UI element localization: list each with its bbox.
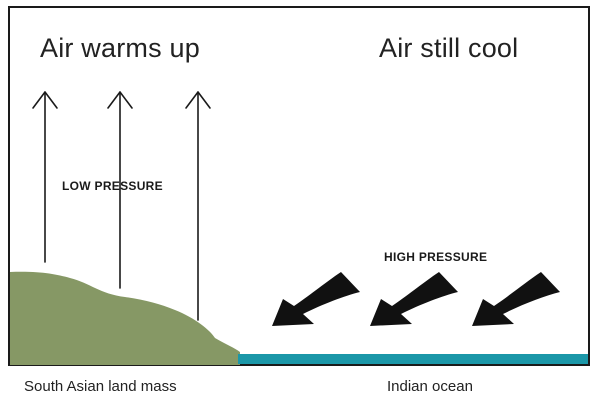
land-heading: Air warms up [40,33,200,63]
land-caption: South Asian land mass [24,378,177,395]
diagram-frame [8,6,590,366]
ocean-surface [238,354,588,364]
high-pressure-label: HIGH PRESSURE [384,250,488,264]
low-pressure-label: LOW PRESSURE [62,179,163,193]
land-mass [10,271,240,365]
curved-down-left-arrow-icon [472,272,560,326]
up-arrow-icon [32,91,58,263]
ocean-caption: Indian ocean [387,378,473,395]
ocean-heading: Air still cool [379,33,519,63]
curved-down-left-arrow-icon [272,272,360,326]
curved-down-left-arrow-icon [370,272,458,326]
up-arrow-icon [185,91,211,321]
up-arrow-icon [107,91,133,289]
